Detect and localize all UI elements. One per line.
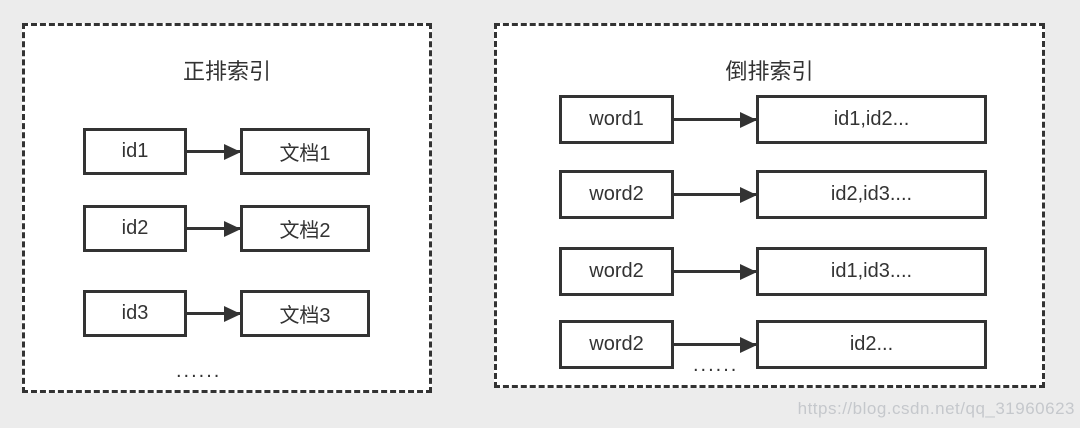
arrow-right-icon bbox=[187, 312, 240, 315]
ellipsis-more-rows: ...... bbox=[176, 360, 222, 382]
document-box: 文档1 bbox=[240, 128, 370, 175]
arrow-right-icon bbox=[674, 118, 756, 121]
posting-list-box: id1,id3.... bbox=[756, 247, 987, 296]
arrow-right-icon bbox=[674, 343, 756, 346]
forward-index-row: id2 文档2 bbox=[83, 205, 370, 252]
arrow-right-icon bbox=[674, 270, 756, 273]
inverted-index-row: word1 id1,id2... bbox=[559, 95, 987, 144]
posting-list-box: id2... bbox=[756, 320, 987, 369]
word-box: word2 bbox=[559, 170, 674, 219]
posting-list-box: id1,id2... bbox=[756, 95, 987, 144]
inverted-index-row: word2 id2... bbox=[559, 320, 987, 369]
document-box: 文档2 bbox=[240, 205, 370, 252]
word-box: word1 bbox=[559, 95, 674, 144]
arrow-right-icon bbox=[674, 193, 756, 196]
forward-index-title: 正排索引 bbox=[182, 59, 271, 84]
word-box: word2 bbox=[559, 247, 674, 296]
forward-index-row: id1 文档1 bbox=[83, 128, 370, 175]
doc-id-box: id3 bbox=[83, 290, 187, 337]
inverted-index-title: 倒排索引 bbox=[725, 59, 814, 84]
doc-id-box: id2 bbox=[83, 205, 187, 252]
word-box: word2 bbox=[559, 320, 674, 369]
ellipsis-more-rows: ...... bbox=[693, 354, 739, 376]
forward-index-panel: 正排索引 id1 文档1 id2 文档2 id3 文档3 ...... bbox=[22, 23, 432, 393]
inverted-index-row: word2 id2,id3.... bbox=[559, 170, 987, 219]
arrow-right-icon bbox=[187, 227, 240, 230]
arrow-right-icon bbox=[187, 150, 240, 153]
posting-list-box: id2,id3.... bbox=[756, 170, 987, 219]
doc-id-box: id1 bbox=[83, 128, 187, 175]
document-box: 文档3 bbox=[240, 290, 370, 337]
csdn-watermark: https://blog.csdn.net/qq_31960623 bbox=[797, 399, 1075, 418]
inverted-index-row: word2 id1,id3.... bbox=[559, 247, 987, 296]
forward-index-row: id3 文档3 bbox=[83, 290, 370, 337]
inverted-index-panel: 倒排索引 word1 id1,id2... word2 id2,id3.... … bbox=[494, 23, 1045, 388]
